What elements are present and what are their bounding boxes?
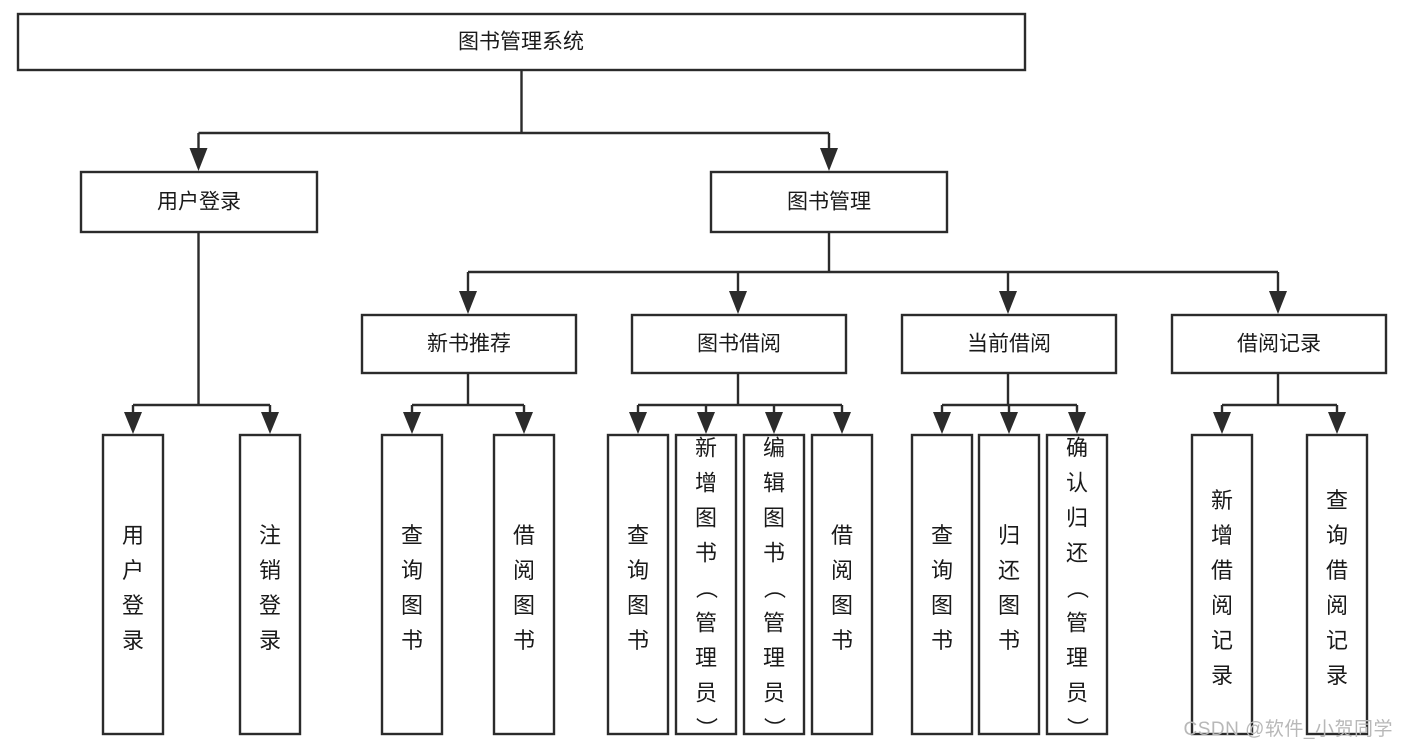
node-leaf-return-book-label: 归还图书 xyxy=(998,523,1020,653)
node-leaf-add-book-box[interactable] xyxy=(674,433,738,736)
node-new-book-recommend-label: 新书推荐 xyxy=(427,333,511,356)
node-leaf-query-book-1-label: 查询图书 xyxy=(401,523,423,653)
node-leaf-edit-book-label: 编辑图书管理员 xyxy=(763,436,785,706)
node-leaf-confirm-return-label: 确认归还管理员 xyxy=(1066,436,1088,706)
node-new-book-recommend[interactable]: 新书推荐 xyxy=(360,313,578,375)
arrow-head-leaf-return-book xyxy=(1000,412,1018,434)
node-borrow-record-label: 借阅记录 xyxy=(1237,333,1321,356)
node-leaf-borrow-book-2-box[interactable] xyxy=(810,433,874,736)
leaf-label-char: （ xyxy=(762,577,787,599)
node-leaf-borrow-book-2-label: 借阅图书 xyxy=(831,523,853,653)
node-leaf-return-book-box[interactable] xyxy=(977,433,1041,736)
node-current-borrow-box[interactable] xyxy=(900,313,1118,375)
node-leaf-confirm-return-box[interactable] xyxy=(1045,433,1109,736)
node-leaf-query-record-label: 查询借阅记录 xyxy=(1326,488,1348,688)
arrow-head-leaf-query-record xyxy=(1328,412,1346,434)
node-book-management-label: 图书管理 xyxy=(787,191,871,214)
node-leaf-query-book-1-box[interactable] xyxy=(380,433,444,736)
arrow-head-leaf-borrow-book-1 xyxy=(515,412,533,434)
node-leaf-query-record-box[interactable] xyxy=(1305,433,1369,736)
node-borrow-record[interactable]: 借阅记录 xyxy=(1170,313,1388,375)
node-leaf-user-login-box[interactable] xyxy=(101,433,165,736)
connector-group-borrow-record xyxy=(1213,373,1346,434)
leaf-label-char: （ xyxy=(694,577,719,599)
connector-group-book-management xyxy=(459,232,1287,314)
leaf-label-char: ） xyxy=(762,717,787,739)
node-leaf-return-book[interactable]: 归还图书 xyxy=(977,433,1041,736)
connector-group-user-login xyxy=(124,232,279,434)
connector-group-new-book-recommend xyxy=(403,373,533,434)
arrow-head-leaf-query-book-1 xyxy=(403,412,421,434)
node-leaf-user-login[interactable]: 用户登录 xyxy=(101,433,165,736)
node-current-borrow[interactable]: 当前借阅 xyxy=(900,313,1118,375)
leaf-label-char: ） xyxy=(694,717,719,739)
node-leaf-borrow-book-2[interactable]: 借阅图书 xyxy=(810,433,874,736)
arrow-head-leaf-logout-login xyxy=(261,412,279,434)
node-user-login-box[interactable] xyxy=(79,170,319,234)
node-root-box[interactable] xyxy=(16,12,1027,72)
node-leaf-add-record[interactable]: 新增借阅记录 xyxy=(1190,433,1254,736)
arrow-head-book-borrow xyxy=(729,291,747,314)
node-leaf-query-book-3-label: 查询图书 xyxy=(931,523,953,653)
node-leaf-query-record[interactable]: 查询借阅记录 xyxy=(1305,433,1369,736)
node-new-book-recommend-box[interactable] xyxy=(360,313,578,375)
node-leaf-query-book-3-box[interactable] xyxy=(910,433,974,736)
arrow-head-leaf-edit-book xyxy=(765,412,783,434)
node-book-management-box[interactable] xyxy=(709,170,949,234)
arrow-head-leaf-confirm-return xyxy=(1068,412,1086,434)
arrow-head-user-login xyxy=(189,148,208,171)
node-root-label: 图书管理系统 xyxy=(458,31,584,54)
node-leaf-borrow-book-1[interactable]: 借阅图书 xyxy=(492,433,556,736)
arrow-head-leaf-query-book-2 xyxy=(629,412,647,434)
node-leaf-borrow-book-1-label: 借阅图书 xyxy=(513,523,535,653)
node-user-login[interactable]: 用户登录 xyxy=(79,170,319,234)
arrow-head-leaf-add-record xyxy=(1213,412,1231,434)
node-book-borrow-label: 图书借阅 xyxy=(697,333,781,356)
node-leaf-logout-login-box[interactable] xyxy=(238,433,302,736)
node-leaf-logout-login[interactable]: 注销登录 xyxy=(238,433,302,736)
connector-group-current-borrow xyxy=(933,373,1086,434)
node-current-borrow-label: 当前借阅 xyxy=(967,333,1051,356)
arrow-head-leaf-add-book xyxy=(697,412,715,434)
node-leaf-query-book-2[interactable]: 查询图书 xyxy=(606,433,670,736)
node-user-login-label: 用户登录 xyxy=(157,191,241,214)
node-leaf-query-book-2-box[interactable] xyxy=(606,433,670,736)
node-leaf-add-record-label: 新增借阅记录 xyxy=(1211,488,1233,688)
node-book-management[interactable]: 图书管理 xyxy=(709,170,949,234)
node-leaf-query-book-2-label: 查询图书 xyxy=(627,523,649,653)
arrow-head-leaf-query-book-3 xyxy=(933,412,951,434)
arrow-head-current-borrow xyxy=(999,291,1017,314)
arrow-head-leaf-borrow-book-2 xyxy=(833,412,851,434)
leaf-label-char: ） xyxy=(1065,717,1090,739)
arrow-head-new-book-recommend xyxy=(459,291,477,314)
arrow-head-borrow-record xyxy=(1269,291,1287,314)
node-book-borrow-box[interactable] xyxy=(630,313,848,375)
node-leaf-add-book[interactable]: 新增图书管理员 （ ） xyxy=(674,433,738,739)
node-leaf-query-book-1[interactable]: 查询图书 xyxy=(380,433,444,736)
connector-group-book-borrow xyxy=(629,373,851,434)
leaf-label-char: （ xyxy=(1065,577,1090,599)
node-leaf-add-record-box[interactable] xyxy=(1190,433,1254,736)
arrow-head-book-management xyxy=(820,148,838,171)
node-leaf-confirm-return[interactable]: 确认归还管理员 （ ） xyxy=(1045,433,1109,739)
arrow-head-leaf-user-login xyxy=(124,412,142,434)
connector-group-root xyxy=(189,70,838,171)
node-book-borrow[interactable]: 图书借阅 xyxy=(630,313,848,375)
node-borrow-record-box[interactable] xyxy=(1170,313,1388,375)
node-leaf-add-book-label: 新增图书管理员 xyxy=(695,436,717,706)
node-root[interactable]: 图书管理系统 xyxy=(16,12,1027,72)
node-leaf-logout-login-label: 注销登录 xyxy=(259,523,281,653)
node-leaf-edit-book-box[interactable] xyxy=(742,433,806,736)
node-leaf-user-login-label: 用户登录 xyxy=(122,523,144,653)
node-leaf-query-book-3[interactable]: 查询图书 xyxy=(910,433,974,736)
node-leaf-borrow-book-1-box[interactable] xyxy=(492,433,556,736)
node-leaf-edit-book[interactable]: 编辑图书管理员 （ ） xyxy=(742,433,806,739)
